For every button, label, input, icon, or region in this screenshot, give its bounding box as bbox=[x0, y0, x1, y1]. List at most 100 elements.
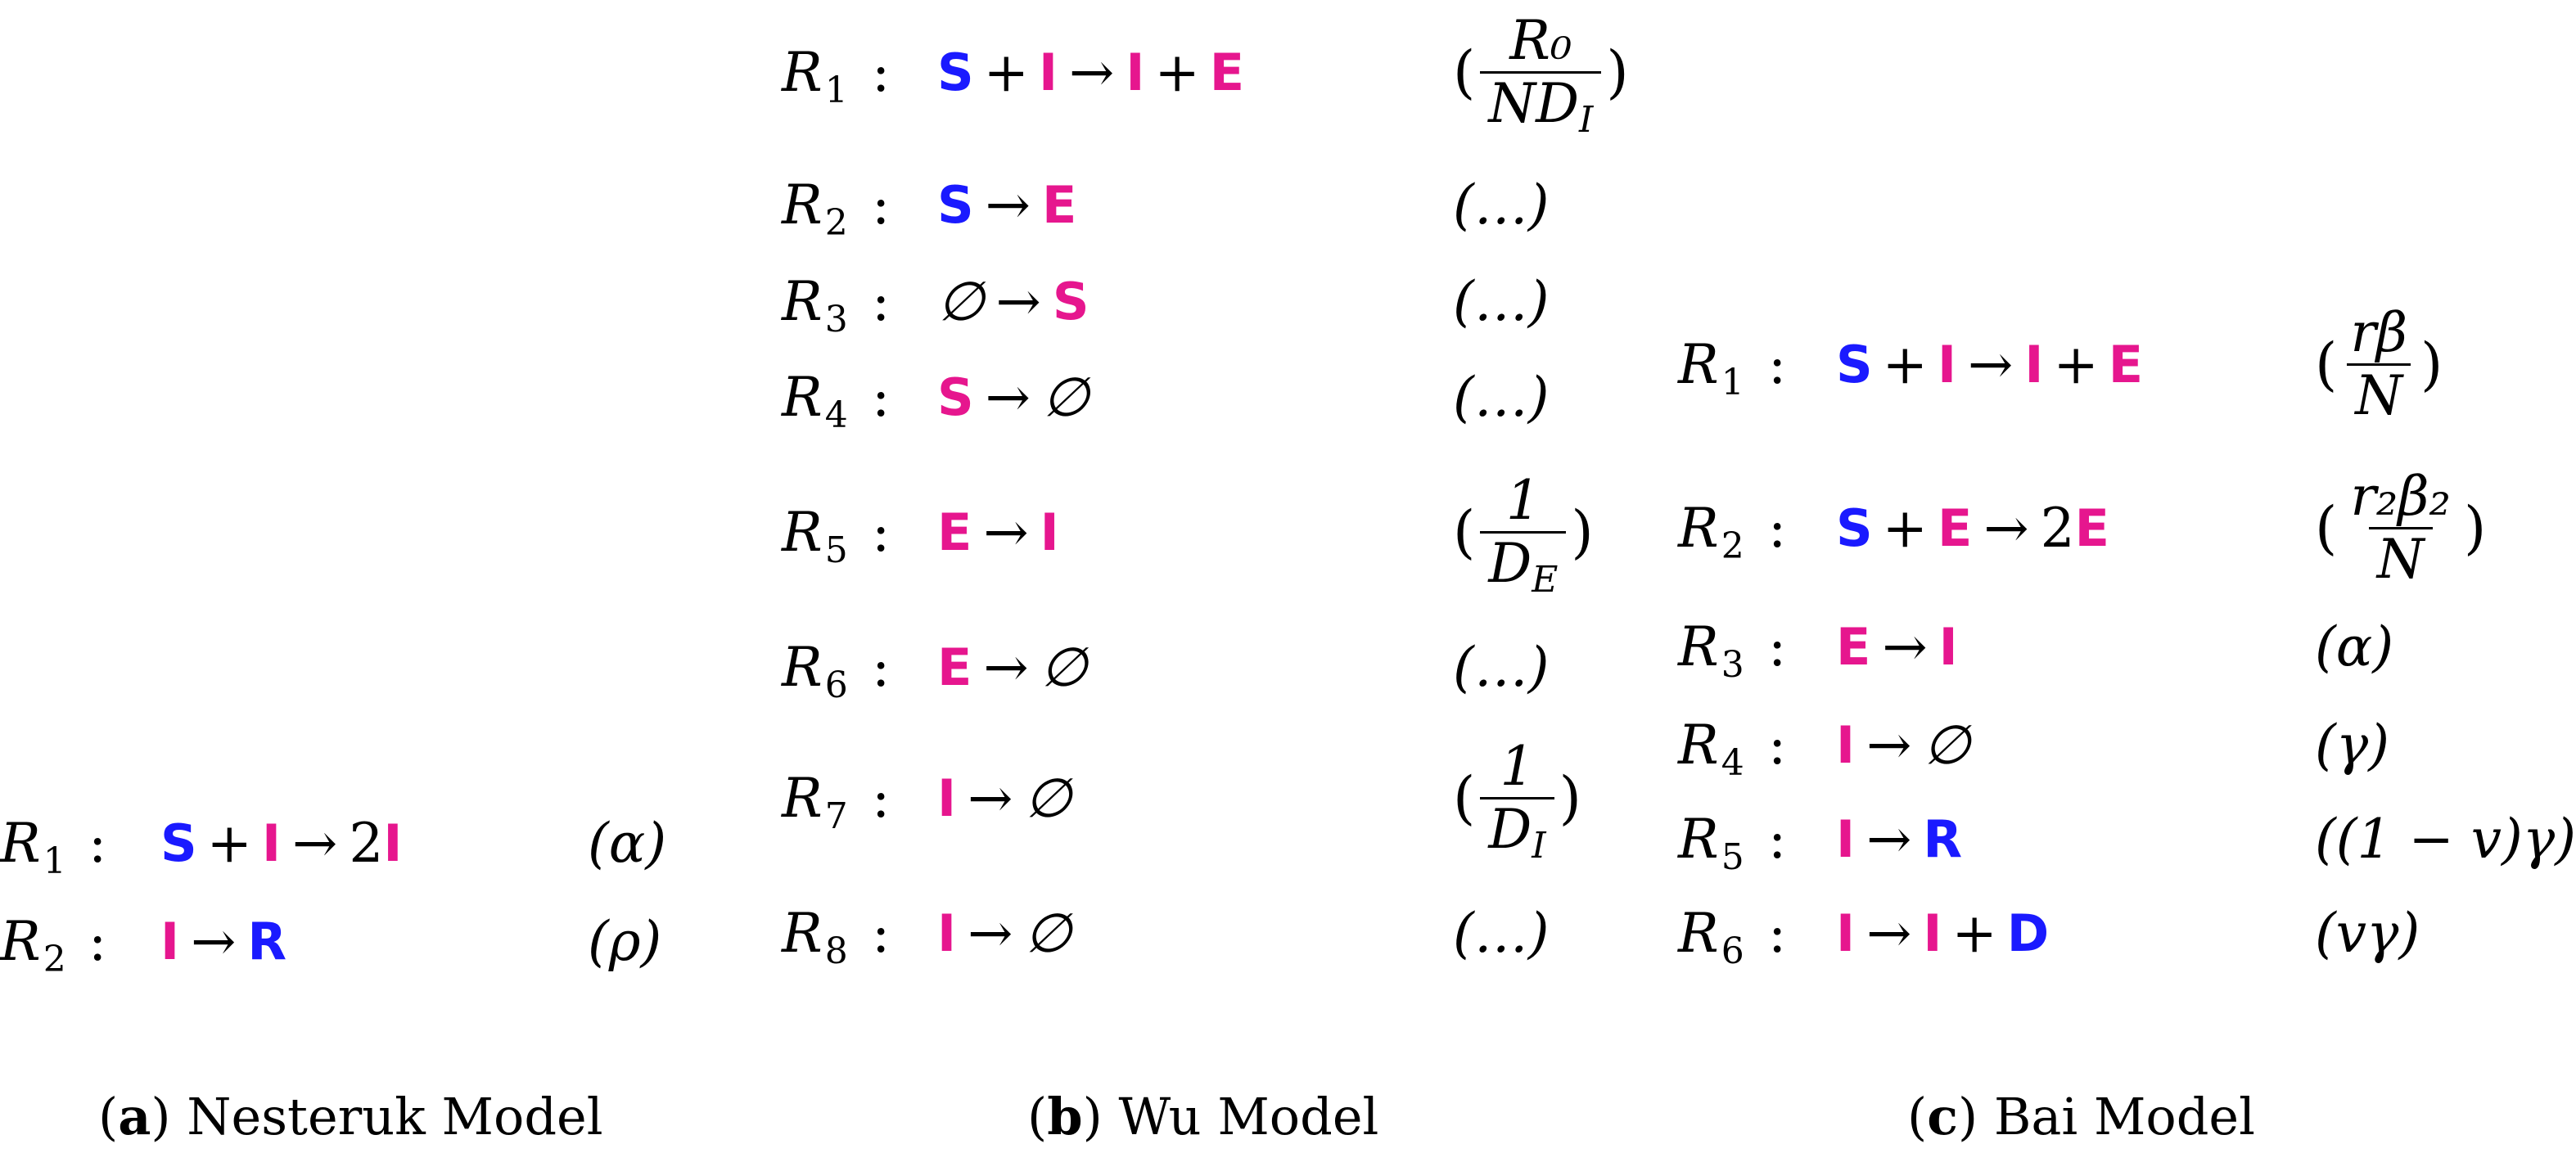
fraction-denominator: DI bbox=[1480, 796, 1554, 863]
fraction-term: 1 bbox=[1505, 468, 1541, 532]
reaction-label: R1 bbox=[1678, 333, 1744, 403]
reaction-label-index: 7 bbox=[824, 795, 848, 837]
panel-caption: (c) Bai Model bbox=[1907, 1087, 2255, 1146]
reaction-label: R3 bbox=[1678, 615, 1744, 686]
reaction-label-letter: R bbox=[1678, 615, 1719, 678]
reaction-arrow: → bbox=[983, 635, 1029, 699]
reaction-rate: (…) bbox=[1453, 173, 1550, 236]
caption-title: Bai Model bbox=[1993, 1087, 2255, 1146]
reaction-equation: I→R bbox=[1836, 808, 1962, 871]
colon-separator: : bbox=[872, 635, 891, 699]
reaction-equation: E→I bbox=[1836, 615, 1958, 678]
colon-separator: : bbox=[88, 811, 107, 875]
caption-letter: b bbox=[1047, 1087, 1083, 1146]
species-token: I bbox=[261, 813, 282, 873]
colon-separator: : bbox=[872, 365, 891, 429]
reaction-label-index: 6 bbox=[1721, 930, 1744, 972]
reaction-equation: I→∅ bbox=[937, 902, 1071, 965]
fraction-denominator: N bbox=[2368, 526, 2433, 587]
caption-title: Wu Model bbox=[1118, 1087, 1379, 1146]
fraction-term: 1 bbox=[1500, 734, 1535, 798]
reaction-label: R4 bbox=[1678, 714, 1744, 784]
reaction-label-index: 1 bbox=[824, 69, 848, 111]
reaction-arrow: → bbox=[191, 909, 237, 973]
species-token: S bbox=[937, 174, 974, 235]
fraction-term: R₀ bbox=[1509, 8, 1572, 72]
close-paren: ) bbox=[2420, 331, 2443, 398]
close-paren: ) bbox=[1606, 38, 1629, 106]
reaction-label-index: 4 bbox=[1721, 741, 1744, 784]
rate-expression: (α) bbox=[2315, 615, 2394, 678]
rate-expression: (α) bbox=[588, 811, 667, 875]
rate-expression: (ρ) bbox=[588, 909, 662, 973]
species-token: D bbox=[2006, 903, 2050, 963]
reaction-label-index: 2 bbox=[824, 201, 848, 244]
caption-letter: c bbox=[1927, 1087, 1958, 1146]
fraction-term: DI bbox=[1488, 797, 1546, 867]
reaction-label: R1 bbox=[782, 40, 848, 111]
reaction-label-letter: R bbox=[782, 173, 823, 236]
species-token: S bbox=[1836, 334, 1873, 394]
species-token: I bbox=[1126, 42, 1145, 102]
reaction-row: R3:∅→S(…) bbox=[782, 260, 1584, 342]
species-token: R bbox=[247, 911, 287, 971]
caption-close-paren: ) bbox=[1957, 1087, 1994, 1146]
species-token: ∅ bbox=[937, 269, 985, 333]
reaction-label-letter: R bbox=[0, 811, 41, 875]
reaction-rate: (α) bbox=[2315, 615, 2393, 678]
reaction-label-letter: R bbox=[0, 909, 41, 973]
species-token: E bbox=[937, 502, 972, 562]
caption-open-paren: ( bbox=[1027, 1087, 1048, 1146]
species-token: ∅ bbox=[1040, 635, 1088, 699]
reaction-label-letter: R bbox=[782, 269, 823, 333]
reaction-arrow: → bbox=[1866, 713, 1912, 777]
species-token: I bbox=[1938, 616, 1958, 677]
panel-caption: (a) Nesteruk Model bbox=[98, 1087, 603, 1146]
close-paren: ) bbox=[2463, 494, 2487, 561]
reaction-rate: (…) bbox=[1453, 366, 1550, 429]
reaction-row: R8:I→∅(…) bbox=[782, 892, 1584, 974]
reaction-label-letter: R bbox=[1678, 901, 1719, 965]
reaction-label: R5 bbox=[782, 501, 848, 571]
reaction-rate: (γ) bbox=[2315, 714, 2389, 777]
fraction-numerator: R₀ bbox=[1501, 13, 1580, 71]
reaction-label-letter: R bbox=[782, 635, 823, 699]
colon-separator: : bbox=[1768, 713, 1787, 777]
reaction-arrow: → bbox=[983, 500, 1029, 564]
fraction-term: rβ bbox=[2350, 300, 2408, 364]
reaction-row: R4:I→∅(γ) bbox=[1678, 704, 2480, 786]
reaction-label-letter: R bbox=[782, 365, 823, 429]
colon-separator: : bbox=[88, 909, 107, 973]
close-paren: ) bbox=[1571, 498, 1594, 565]
fraction-term: r₂β₂ bbox=[2350, 464, 2451, 528]
fraction-term: N bbox=[2376, 527, 2425, 591]
fraction-term: DE bbox=[1488, 531, 1559, 601]
reaction-label: R6 bbox=[1678, 901, 1744, 972]
species-token: S bbox=[160, 813, 197, 873]
reaction-equation: ∅→S bbox=[937, 270, 1089, 333]
colon-separator: : bbox=[872, 901, 891, 965]
reaction-row: R5:I→R((1 − v)γ) bbox=[1678, 798, 2576, 880]
species-token: I bbox=[1038, 42, 1058, 102]
reaction-arrow: → bbox=[985, 173, 1031, 236]
species-token: I bbox=[937, 903, 957, 963]
rate-expression: (vγ) bbox=[2315, 901, 2420, 965]
reaction-label-index: 4 bbox=[824, 394, 848, 436]
species-token: I bbox=[1937, 334, 1957, 394]
species-token: I bbox=[383, 813, 403, 873]
rate-expression: (…) bbox=[1453, 269, 1550, 333]
species-token: ∅ bbox=[1923, 713, 1970, 777]
caption-open-paren: ( bbox=[98, 1087, 119, 1146]
reaction-label-letter: R bbox=[782, 766, 823, 830]
reaction-rate: (…) bbox=[1453, 902, 1550, 965]
reaction-label-letter: R bbox=[782, 40, 823, 104]
species-token: E bbox=[1041, 174, 1077, 235]
rate-expression: (γ) bbox=[2315, 713, 2389, 777]
